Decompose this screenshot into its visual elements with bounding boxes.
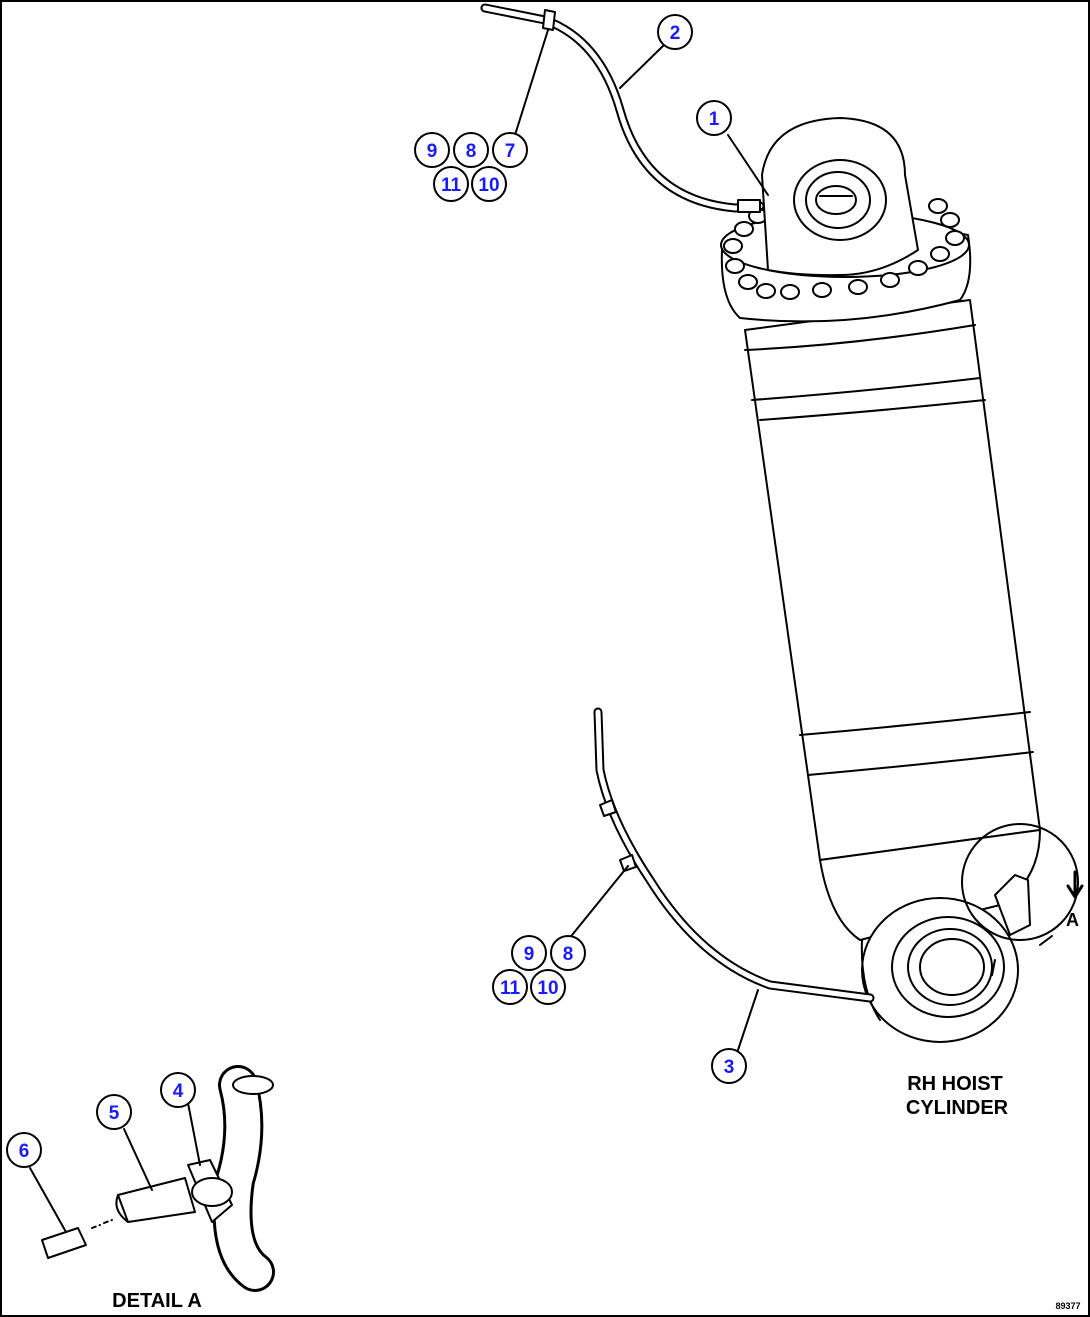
callout-10-bottom-label: 10	[537, 978, 558, 999]
callout-9-bottom: 9	[511, 935, 547, 971]
plug-6	[41, 1227, 87, 1259]
cylinder-label-line2: CYLINDER	[906, 1097, 1009, 1119]
callout-6: 6	[6, 1132, 42, 1168]
leader-lines	[29, 29, 996, 1233]
callout-9-top: 9	[414, 132, 450, 168]
callout-3-label: 3	[724, 1057, 735, 1078]
figure-id: 89377	[1055, 1301, 1080, 1311]
callout-11-bottom: 11	[492, 969, 528, 1005]
hoist-cylinder	[720, 117, 1041, 1043]
flange-bolts	[723, 198, 965, 300]
callout-2: 2	[657, 14, 693, 50]
hose-2	[480, 3, 765, 213]
callout-11-top: 11	[433, 166, 469, 202]
callout-1: 1	[696, 100, 732, 136]
callout-7-top: 7	[492, 132, 528, 168]
callout-3: 3	[711, 1048, 747, 1084]
callout-10-top-label: 10	[478, 175, 499, 196]
callout-8-top: 8	[453, 132, 489, 168]
callout-9-top-label: 9	[427, 141, 438, 162]
callout-7-top-label: 7	[505, 141, 516, 162]
cylinder-barrel	[744, 299, 1041, 861]
callout-4: 4	[160, 1072, 196, 1108]
callout-10-top: 10	[471, 166, 507, 202]
cylinder-label-line1: RH HOIST	[907, 1073, 1003, 1095]
hose-3	[593, 707, 875, 1003]
fitting-5	[117, 1177, 196, 1223]
detail-a-indicator: A	[961, 823, 1084, 946]
detail-a-label: DETAIL A	[112, 1290, 202, 1312]
view-marker-label: A	[1066, 910, 1079, 930]
callout-8-bottom-label: 8	[563, 944, 574, 965]
detail-a-hardware	[41, 1065, 275, 1292]
callout-11-bottom-label: 11	[500, 978, 521, 999]
callout-5: 5	[96, 1094, 132, 1130]
callout-11-top-label: 11	[441, 175, 462, 196]
callout-2-label: 2	[670, 23, 681, 44]
callout-4-label: 4	[173, 1081, 184, 1102]
callout-5-label: 5	[109, 1103, 120, 1124]
callout-9-bottom-label: 9	[524, 944, 535, 965]
callout-8-bottom: 8	[550, 935, 586, 971]
callout-8-top-label: 8	[466, 141, 477, 162]
callout-1-label: 1	[709, 109, 720, 130]
callout-6-label: 6	[19, 1141, 30, 1162]
callout-10-bottom: 10	[530, 969, 566, 1005]
